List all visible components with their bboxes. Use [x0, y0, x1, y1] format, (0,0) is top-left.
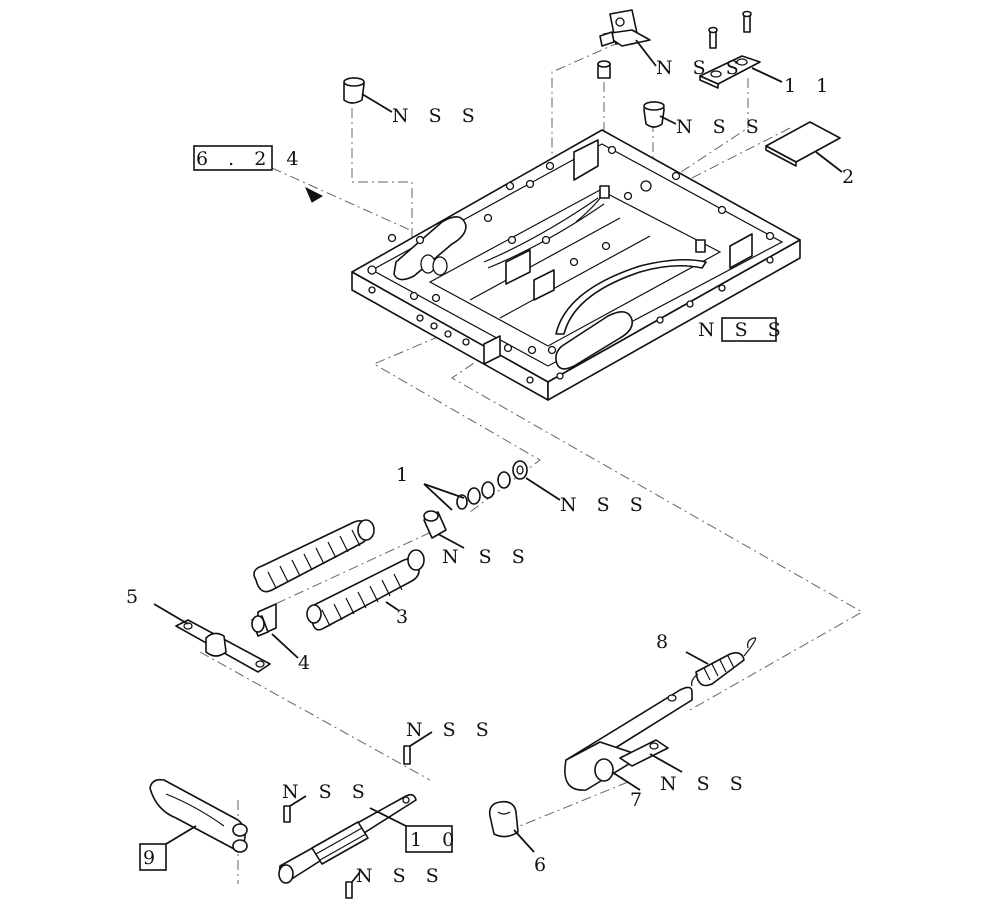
- tension-springs: [253, 519, 425, 631]
- return-spring: [685, 637, 757, 687]
- nss-label-frame: N S S: [698, 319, 788, 341]
- control-shaft: [278, 731, 433, 899]
- nss-label-washer: N S S: [560, 494, 650, 516]
- callout-labels: 6 . 2 4 N S S N S S N S S 1 1 2 N S S 1 …: [126, 57, 861, 887]
- seat-slide-frame: [351, 129, 801, 401]
- part-label-5: 5: [126, 586, 145, 608]
- release-lever-arm: [564, 686, 693, 791]
- nss-label-pin-left: N S S: [282, 781, 372, 803]
- part-label-9: 9: [143, 847, 162, 869]
- top-hardware: [305, 9, 843, 203]
- handle-grip: [149, 778, 248, 853]
- part-label-6: 6: [534, 854, 553, 876]
- part-label-10: 1 0: [410, 829, 461, 851]
- part-label-4: 4: [298, 652, 317, 674]
- part-label-1: 1: [396, 464, 415, 486]
- nss-label-pin-bottom: N S S: [356, 865, 446, 887]
- nss-label-cap-left: N S S: [392, 105, 482, 127]
- nss-label-pin-top: N S S: [406, 719, 496, 741]
- nss-label-cap-right: N S S: [676, 116, 766, 138]
- nss-label-lever: N S S: [660, 773, 750, 795]
- part-label-7: 7: [630, 789, 649, 811]
- spring-clip: [488, 800, 535, 853]
- nss-label-clevis: N S S: [656, 57, 746, 79]
- washer-set: [423, 460, 561, 549]
- part-label-8: 8: [656, 631, 675, 653]
- part-label-3: 3: [396, 606, 415, 628]
- nss-label-spacer: N S S: [442, 546, 532, 568]
- reference-label-6-24: 6 . 2 4: [196, 148, 305, 170]
- part-label-2: 2: [842, 166, 861, 188]
- pivot-bracket-and-link: [153, 603, 299, 673]
- part-label-11: 1 1: [784, 75, 835, 97]
